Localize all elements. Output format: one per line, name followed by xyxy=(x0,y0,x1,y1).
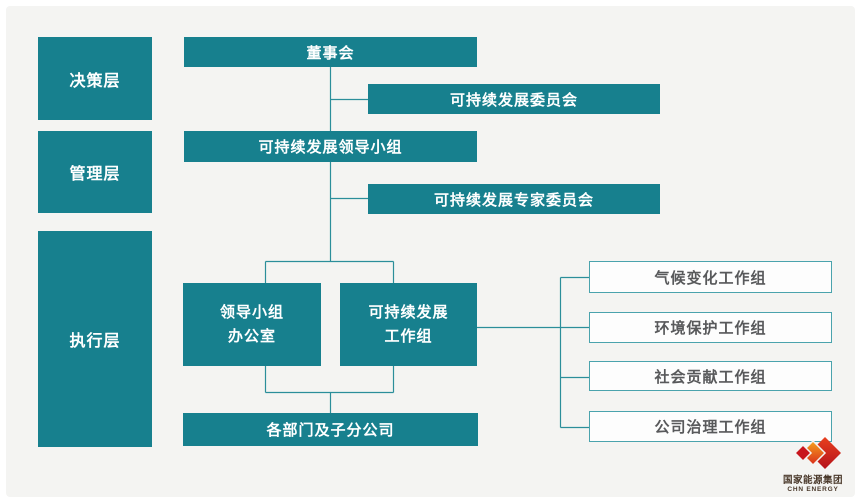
node-expert-committee-label: 可持续发展专家委员会 xyxy=(433,191,594,209)
layer-decision: 决策层 xyxy=(38,37,152,120)
node-sustainability-committee-label: 可持续发展委员会 xyxy=(449,91,578,109)
node-social-contribution-group: 社会贡献工作组 xyxy=(589,361,832,391)
layer-execution-label: 执行层 xyxy=(69,333,121,350)
node-departments-subsidiaries: 各部门及子分公司 xyxy=(183,413,478,446)
node-board-of-directors: 董事会 xyxy=(184,37,477,67)
layer-management: 管理层 xyxy=(38,131,152,213)
node-expert-committee: 可持续发展专家委员会 xyxy=(368,184,660,214)
layer-execution: 执行层 xyxy=(38,231,152,447)
node-leading-group: 可持续发展领导小组 xyxy=(184,131,477,162)
layer-decision-label: 决策层 xyxy=(69,72,121,90)
node-environment-protection-group-label: 环境保护工作组 xyxy=(654,320,767,337)
node-climate-change-group-label: 气候变化工作组 xyxy=(654,269,767,287)
node-corporate-governance-group: 公司治理工作组 xyxy=(589,411,832,442)
node-sustainability-working-group: 可持续发展 工作组 xyxy=(340,283,477,366)
company-name-cn: 国家能源集团 xyxy=(782,475,843,486)
node-sustainability-committee: 可持续发展委员会 xyxy=(368,84,660,114)
node-leading-group-office-line2: 办公室 xyxy=(227,327,276,345)
node-board-of-directors-label: 董事会 xyxy=(306,44,355,62)
node-climate-change-group: 气候变化工作组 xyxy=(589,261,832,293)
node-leading-group-office: 领导小组 办公室 xyxy=(183,283,321,366)
company-name-en: CHN ENERGY xyxy=(787,486,839,494)
layer-management-label: 管理层 xyxy=(69,166,121,183)
node-leading-group-office-line1: 领导小组 xyxy=(219,304,284,322)
node-leading-group-label: 可持续发展领导小组 xyxy=(258,139,403,156)
node-environment-protection-group: 环境保护工作组 xyxy=(589,312,832,343)
node-departments-subsidiaries-label: 各部门及子分公司 xyxy=(266,422,395,439)
node-corporate-governance-group-label: 公司治理工作组 xyxy=(654,419,767,436)
node-sustainability-working-group-line1: 可持续发展 xyxy=(368,304,449,322)
chn-energy-emblem-icon xyxy=(793,437,841,469)
node-sustainability-working-group-line2: 工作组 xyxy=(384,327,433,345)
node-social-contribution-group-label: 社会贡献工作组 xyxy=(654,368,767,386)
company-logo: 国家能源集团 CHN ENERGY xyxy=(780,437,846,495)
